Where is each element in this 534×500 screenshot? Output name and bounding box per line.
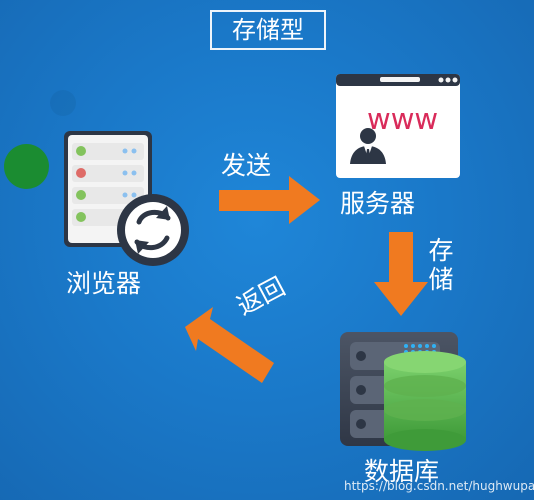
browser-label: 浏览器 <box>66 269 142 298</box>
server-label: 服务器 <box>340 189 416 218</box>
green-dot <box>4 144 49 189</box>
server-www-text: www <box>367 102 438 136</box>
store-label: 存储 <box>428 236 454 294</box>
browser-row-3 <box>72 187 144 204</box>
browser-icon <box>64 131 189 266</box>
store-arrow <box>374 232 428 316</box>
browser-led-4 <box>76 212 86 222</box>
server-window-address <box>380 77 420 82</box>
browser-row-1 <box>72 143 144 160</box>
background-mark <box>50 90 76 116</box>
send-label: 发送 <box>221 151 272 180</box>
database-cylinder <box>384 351 466 451</box>
diagram-title: 存储型 <box>210 10 326 50</box>
server-window-dot-2 <box>445 77 451 83</box>
user-avatar-icon <box>350 128 386 164</box>
return-arrow <box>185 307 274 383</box>
server-window-dot-3 <box>452 77 458 83</box>
browser-led-3 <box>76 190 86 200</box>
browser-row-2 <box>72 165 144 182</box>
server-window-icon: www <box>336 74 460 178</box>
browser-led-1 <box>76 146 86 156</box>
browser-led-2 <box>76 168 86 178</box>
watermark: https://blog.csdn.net/hughwupan <box>344 479 534 493</box>
server-window-dot-1 <box>438 77 444 83</box>
database-icon <box>340 332 466 451</box>
send-arrow <box>219 176 320 224</box>
refresh-icon <box>134 206 171 254</box>
database-label: 数据库 <box>364 457 440 486</box>
